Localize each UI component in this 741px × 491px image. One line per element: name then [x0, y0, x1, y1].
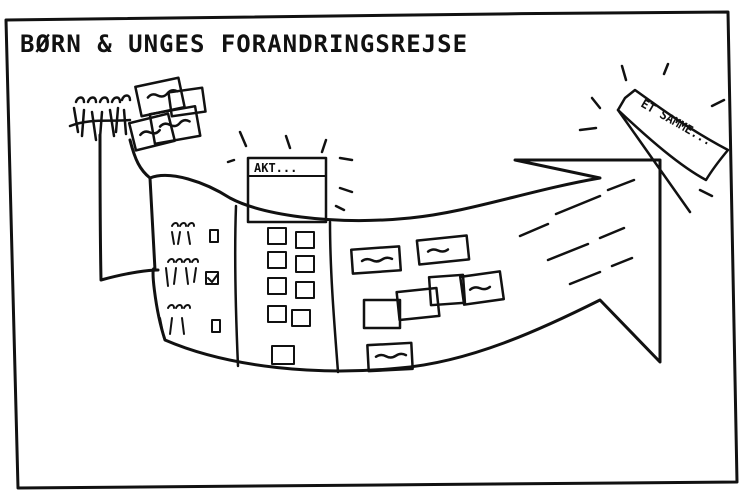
akt-label: AKT...	[254, 161, 297, 175]
motion-lines	[520, 180, 634, 284]
frame-border	[6, 12, 737, 488]
flag	[618, 90, 728, 212]
column-divider-2	[330, 222, 338, 372]
flag-label: ET SAMME...	[639, 96, 715, 148]
row-people	[160, 223, 220, 338]
arrow-stem-top	[130, 140, 150, 178]
page-title: BØRN & UNGES FORANDRINGSREJSE	[20, 30, 468, 58]
journey-arrow	[150, 160, 660, 371]
crowd-icon	[70, 96, 130, 141]
column-divider-1	[235, 206, 238, 366]
sticky-notes-group-top	[129, 78, 205, 151]
notes-column-2	[268, 228, 314, 364]
arrow-stem	[100, 135, 158, 280]
